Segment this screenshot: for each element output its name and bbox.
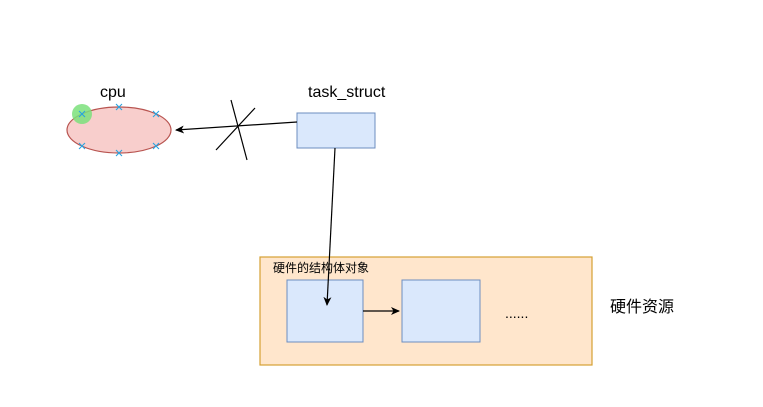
cpu-label: cpu <box>100 84 126 101</box>
cross-cut-icon <box>215 99 256 161</box>
hardware-resource-label: 硬件资源 <box>610 297 674 316</box>
task-struct-box[interactable] <box>296 112 376 149</box>
selection-handles <box>78 103 160 157</box>
x-mark-icon[interactable] <box>78 110 86 118</box>
task-struct-label: task_struct <box>308 84 386 101</box>
struct-object-box-1[interactable] <box>286 279 364 343</box>
x-mark-icon[interactable] <box>78 142 86 150</box>
struct-object-box-2[interactable] <box>401 279 481 343</box>
task-to-object-arrow[interactable] <box>323 147 336 306</box>
x-mark-icon[interactable] <box>115 149 123 157</box>
task-to-cpu-arrow[interactable] <box>175 121 298 134</box>
x-mark-icon[interactable] <box>152 110 160 118</box>
x-mark-icon[interactable] <box>152 142 160 150</box>
ellipsis-text: ...... <box>505 305 528 321</box>
x-mark-icon[interactable] <box>115 103 123 111</box>
container-label: 硬件的结构体对象 <box>273 260 369 275</box>
